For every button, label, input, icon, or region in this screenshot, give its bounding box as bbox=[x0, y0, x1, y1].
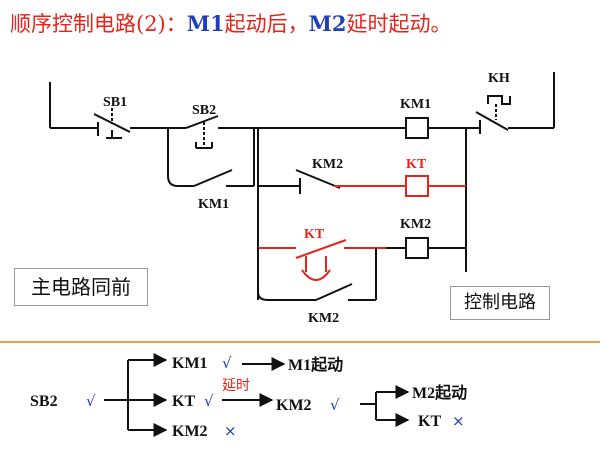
title-m1: M1 bbox=[186, 11, 225, 36]
label-km2-contact: KM2 bbox=[312, 157, 343, 172]
title-mid: 起动后， bbox=[224, 12, 309, 36]
sequence-flow: SB2 √ KM1 √ M1起动 KT √ 延时 KM2 √ KM2 × M2起… bbox=[30, 353, 467, 440]
title-prefix: 顺序控制电路(2)： bbox=[10, 12, 187, 36]
flow-kt: KT bbox=[172, 393, 195, 410]
sb1-switch bbox=[93, 108, 131, 139]
flow-km2-off: KM2 bbox=[172, 423, 208, 440]
flow-sb2-check: √ bbox=[86, 392, 96, 410]
label-kt-coil: KT bbox=[406, 157, 427, 172]
label-km1-coil: KM1 bbox=[400, 97, 431, 112]
flow-delay: 延时 bbox=[222, 378, 250, 394]
flow-km1: KM1 bbox=[172, 355, 208, 372]
page-title: 顺序控制电路(2)：M1起动后，M2延时起动。 bbox=[10, 8, 451, 38]
flow-kt-cross: × bbox=[452, 412, 465, 430]
label-sb1: SB1 bbox=[103, 95, 127, 110]
km2-hold-branch bbox=[257, 248, 377, 301]
label-km1-hold: KM1 bbox=[198, 197, 229, 212]
flow-m1-start: M1起动 bbox=[288, 355, 343, 374]
km1-hold-branch bbox=[167, 128, 255, 187]
flow-km2-on: KM2 bbox=[276, 397, 312, 414]
rung-km2 bbox=[258, 237, 466, 281]
flow-sb2: SB2 bbox=[30, 393, 58, 410]
main-rung bbox=[49, 72, 555, 149]
main-circuit-box: 主电路同前 bbox=[14, 268, 148, 306]
flow-m2-start: M2起动 bbox=[412, 383, 467, 402]
title-m2: M2 bbox=[308, 11, 347, 36]
title-suffix: 延时起动。 bbox=[346, 12, 452, 36]
main-circuit-label: 主电路同前 bbox=[31, 275, 131, 299]
sb2-switch bbox=[174, 115, 219, 149]
control-circuit-box: 控制电路 bbox=[450, 286, 550, 320]
flow-km2-cross: × bbox=[224, 422, 237, 440]
control-circuit-label: 控制电路 bbox=[464, 292, 536, 313]
km2-coil bbox=[405, 237, 429, 259]
rung-kt bbox=[258, 169, 466, 197]
kt-coil bbox=[405, 175, 429, 197]
flow-kt-off: KT bbox=[418, 413, 441, 430]
label-km2-coil: KM2 bbox=[400, 217, 431, 232]
flow-kt-check: √ bbox=[204, 392, 214, 410]
label-kh: KH bbox=[488, 71, 510, 86]
label-sb2: SB2 bbox=[192, 103, 216, 118]
label-km2-nc: KM2 bbox=[308, 311, 339, 326]
kh-contact bbox=[475, 95, 511, 134]
km1-coil bbox=[405, 117, 429, 139]
flow-km2-check: √ bbox=[330, 396, 340, 414]
flow-km1-check: √ bbox=[222, 354, 232, 372]
label-kt-contact: KT bbox=[304, 227, 325, 242]
